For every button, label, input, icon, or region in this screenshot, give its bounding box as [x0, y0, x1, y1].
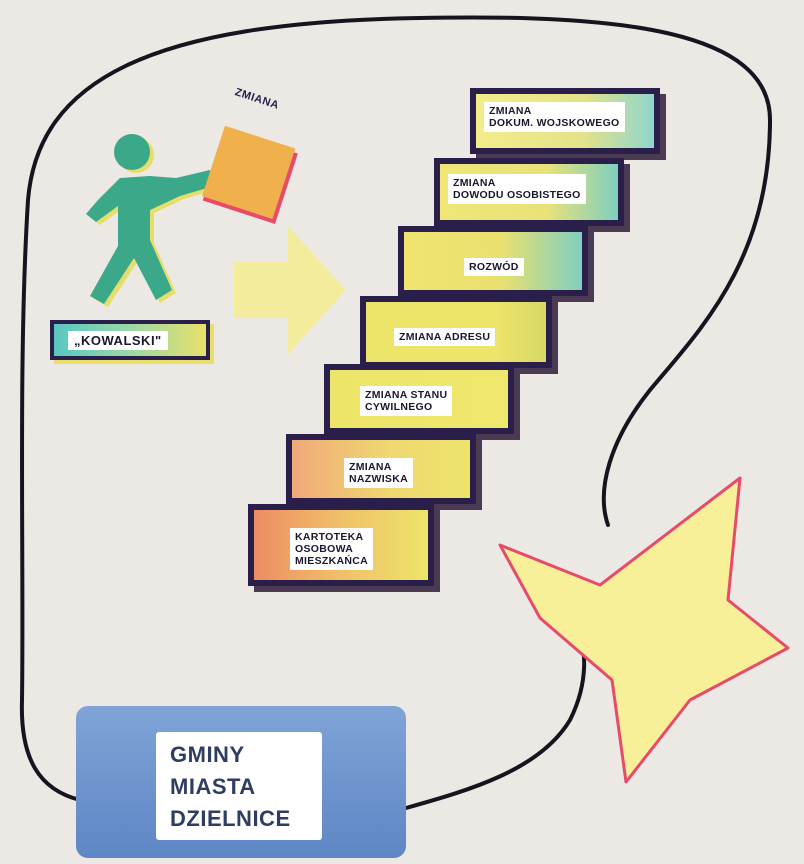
step-nazwiska: ZMIANA NAZWISKA: [286, 434, 476, 504]
municipality-label-panel: GMINY MIASTA DZIELNICE: [156, 732, 322, 840]
step-label: ZMIANA DOWODU OSOBISTEGO: [448, 174, 586, 204]
step-stanu-cywilnego: ZMIANA STANU CYWILNEGO: [324, 364, 514, 434]
step-zmiana-adresu: ZMIANA ADRESU: [360, 296, 552, 368]
right-arrow: [234, 226, 346, 354]
step-label: ROZWÓD: [464, 258, 524, 276]
name-tag: „KOWALSKI": [50, 320, 210, 360]
step-rozwod: ROZWÓD: [398, 226, 588, 296]
step-kartoteka: KARTOTEKA OSOBOWA MIESZKAŃCA: [248, 504, 434, 586]
step-dokum-wojskowego: ZMIANA DOKUM. WOJSKOWEGO: [470, 88, 660, 154]
step-label: ZMIANA DOKUM. WOJSKOWEGO: [484, 102, 625, 132]
step-label: KARTOTEKA OSOBOWA MIESZKAŃCA: [290, 528, 373, 570]
loop-line: [19, 15, 773, 802]
person-figure: [86, 134, 218, 307]
step-label: ZMIANA STANU CYWILNEGO: [360, 386, 453, 416]
municipality-line-3: DZIELNICE: [170, 806, 291, 831]
municipality-line-2: MIASTA: [170, 774, 256, 799]
step-label: ZMIANA NAZWISKA: [344, 458, 413, 488]
star-arrow: [498, 476, 790, 784]
change-box: [202, 125, 298, 224]
name-tag-label: „KOWALSKI": [68, 331, 168, 350]
return-line: [404, 630, 587, 810]
municipality-line-1: GMINY: [170, 742, 245, 767]
step-label: ZMIANA ADRESU: [394, 328, 496, 346]
step-dowodu-osobistego: ZMIANA DOWODU OSOBISTEGO: [434, 158, 624, 226]
municipality-box: GMINY MIASTA DZIELNICE: [76, 706, 406, 858]
